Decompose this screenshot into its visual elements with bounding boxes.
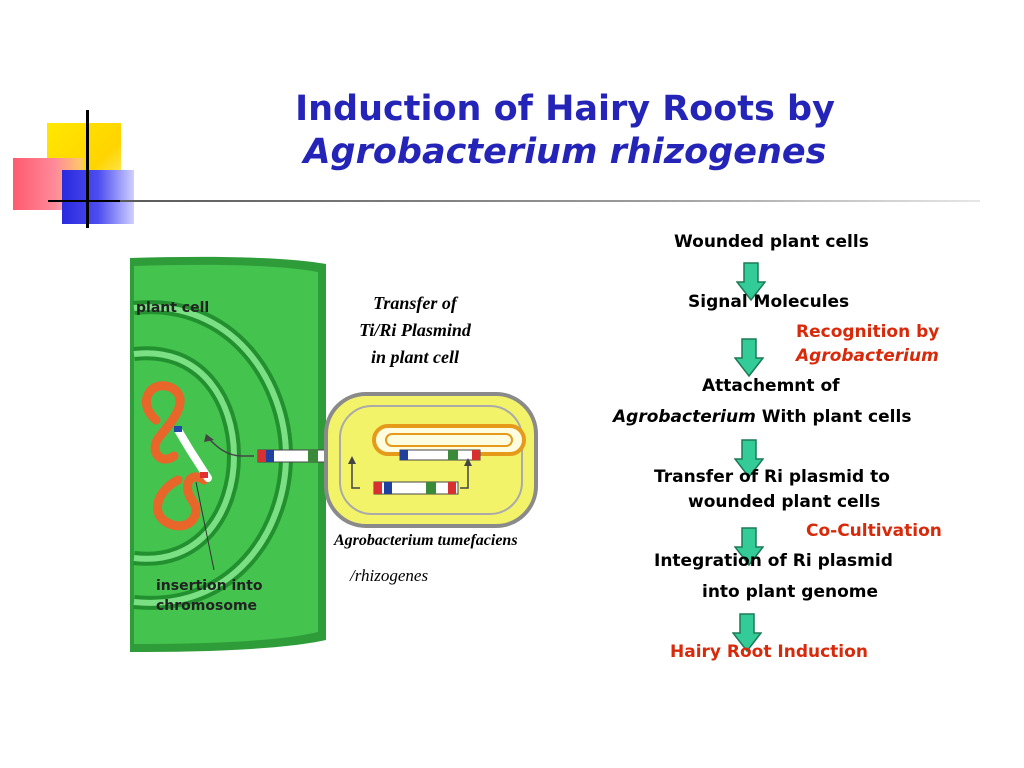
- logo-blue-square: [62, 170, 134, 224]
- plasmid-transfer-diagram: [130, 256, 538, 652]
- transfer-strand: [204, 434, 339, 463]
- arrow-down-icon: [734, 439, 764, 479]
- logo-vertical-line: [86, 110, 89, 228]
- insertion-label-line-1: insertion into: [156, 578, 263, 594]
- step-signal-molecules: Signal Molecules: [688, 292, 850, 312]
- attachment-agrobacterium: Agrobacterium: [613, 407, 756, 427]
- transfer-caption-line-1: Transfer of: [373, 293, 457, 313]
- step-integration-line-1: Integration of Ri plasmid: [654, 551, 893, 571]
- transfer-caption-line-3: in plant cell: [370, 347, 459, 367]
- step-transfer-line-1: Transfer of Ri plasmid to: [654, 467, 890, 487]
- plant-cell-label: plant cell: [136, 300, 210, 316]
- step-recognition-line-1: Recognition by: [796, 322, 940, 342]
- step-cocultivation: Co-Cultivation: [806, 521, 942, 541]
- arrow-down-icon: [734, 338, 764, 378]
- step-attachment-line-2: Agrobacterium With plant cells: [613, 407, 911, 427]
- step-recognition-line-2: Agrobacterium: [796, 346, 939, 366]
- arrow-down-icon: [732, 613, 762, 653]
- title-line-1: Induction of Hairy Roots by: [295, 89, 835, 129]
- agrobacterium-label: Agrobacterium tumefaciens: [334, 532, 518, 549]
- step-attachment-line-1: Attachemnt of: [702, 376, 840, 396]
- step-transfer-line-2: wounded plant cells: [688, 492, 881, 512]
- insertion-label-line-2: chromosome: [156, 598, 258, 614]
- step-hairy-root-induction: Hairy Root Induction: [670, 642, 868, 662]
- arrow-down-icon: [736, 262, 766, 302]
- plant-cell: [130, 256, 326, 652]
- agrobacterium-cell: [324, 392, 538, 528]
- step-wounded-cells: Wounded plant cells: [674, 232, 869, 252]
- insertion-label: insertion into chromosome: [156, 576, 263, 616]
- rhizogenes-note: /rhizogenes: [350, 566, 429, 585]
- step-integration-line-2: into plant genome: [702, 582, 878, 602]
- logo-horizontal-line: [48, 200, 144, 202]
- transfer-caption-line-2: Ti/Ri Plasmind: [359, 320, 471, 340]
- title-line-2: Agrobacterium rhizogenes: [303, 132, 827, 172]
- title-underline: [120, 200, 980, 202]
- slide-title: Induction of Hairy Roots by Agrobacteriu…: [150, 88, 980, 174]
- transfer-caption: Transfer of Ti/Ri Plasmind in plant cell: [330, 290, 500, 371]
- attachment-rest: With plant cells: [755, 407, 912, 427]
- arrow-down-icon: [734, 527, 764, 567]
